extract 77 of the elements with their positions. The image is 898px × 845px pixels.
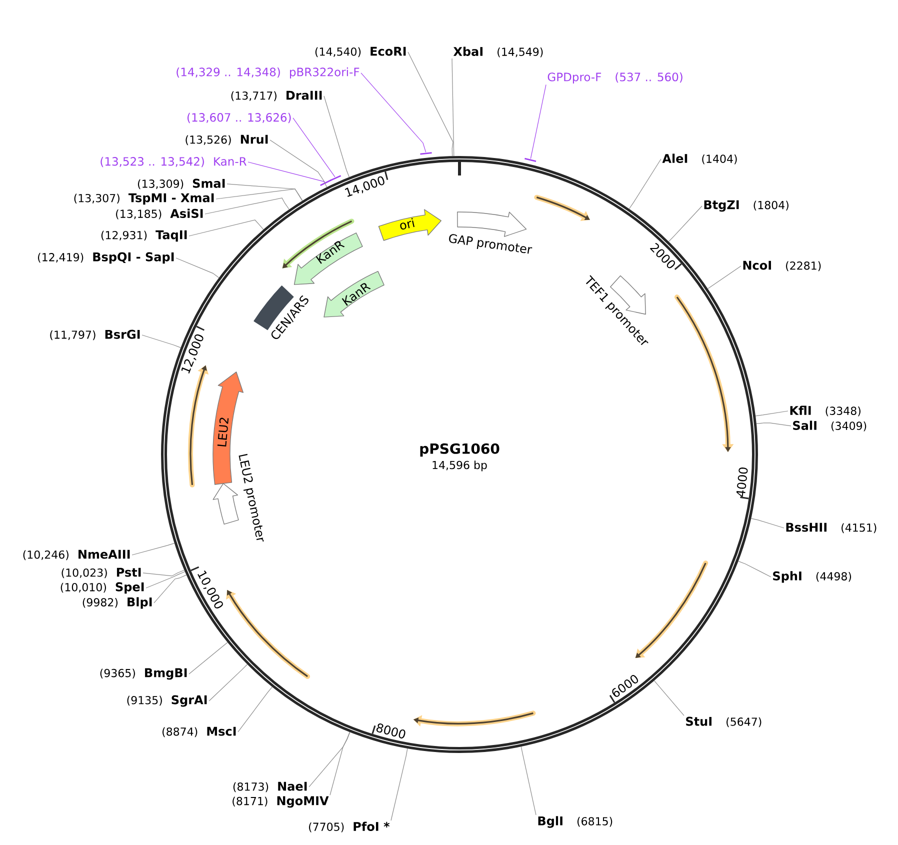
primer-label: (14,329 .. 14,348) pBR322ori-F [176, 67, 360, 79]
site-label: (9135) SgrAI [127, 695, 207, 707]
site-label: KflI (3348) [790, 406, 860, 416]
site-label: SphI (4498) [773, 571, 852, 583]
site-label: (13,526) NruI [186, 134, 268, 146]
site-label: (9365) BmgBI [100, 668, 187, 680]
site-label: StuI (5647) [686, 716, 762, 728]
site-label: (9982) BlpI [82, 597, 152, 609]
leader-line [238, 686, 272, 732]
site-label: (7705) PfoI * [309, 822, 390, 832]
site-label: (12,931) TaqII [101, 230, 187, 242]
site-label: (10,023) PstI [62, 568, 141, 578]
leader-line [628, 158, 662, 210]
primer-label: (13,607 .. 13,626) [188, 112, 291, 124]
plasmid-size: 14,596 bp [432, 460, 487, 472]
site-label: (13,309) SmaI [138, 178, 225, 190]
site-label: (13,717) DraIII [231, 90, 322, 102]
leader-line [132, 542, 175, 556]
site-label: (10,010) SpeI [60, 582, 144, 594]
site-label: NcoI (2281) [743, 260, 821, 272]
leader-line [750, 518, 784, 528]
primer-mark [524, 158, 536, 162]
leader-line [308, 732, 350, 788]
leader-line [216, 188, 303, 202]
leader-line [154, 574, 187, 604]
leader-line [408, 52, 454, 156]
leader-line [188, 642, 228, 674]
leader-line [756, 422, 792, 426]
leader-line [146, 571, 186, 588]
leader-line [208, 664, 248, 702]
site-label: (10,246) NmeAIII [23, 550, 130, 560]
primer-mark [320, 180, 332, 186]
leader-line [176, 258, 220, 278]
leader-line [360, 72, 426, 152]
leader-line [530, 84, 546, 160]
plasmid-name: pPSG1060 [420, 443, 500, 457]
leader-line [292, 118, 336, 178]
site-label: (11,797) BsrGI [50, 330, 140, 340]
feature-segment: ori [378, 209, 442, 241]
primer-mark [420, 152, 432, 155]
leader-line [324, 96, 350, 178]
leader-line [738, 560, 772, 578]
tick-label: 4000 [736, 468, 748, 497]
primer-label: GPDpro-F (537 .. 560) [548, 72, 682, 84]
leader-line [390, 748, 408, 821]
site-label: AleI (1404) [662, 154, 737, 164]
leader-line [142, 334, 182, 348]
site-label: BssHII (4151) [786, 522, 876, 534]
leader-line [270, 140, 328, 188]
site-label: (13,307) TspMI - XmaI [74, 193, 214, 205]
site-label: BglI (6815) [538, 816, 612, 828]
site-label: (12,419) BspQI - SapI [38, 252, 174, 264]
leader-line [707, 266, 742, 289]
leader-line [188, 220, 264, 236]
site-label: (14,540) EcoRI [315, 46, 406, 58]
leader-line [248, 162, 326, 182]
primer-mark [330, 175, 342, 182]
site-label: (8171) NgoMIV [232, 796, 329, 808]
site-label: XbaI (14,549) [453, 46, 543, 58]
site-label: BtgZI (1804) [704, 200, 788, 212]
tick-label: 8000 [376, 723, 406, 738]
site-label: (8173) NaeI [233, 782, 307, 792]
leader-line [520, 746, 536, 816]
leader-line [668, 206, 702, 242]
leader-line [204, 198, 290, 214]
leader-line [755, 410, 788, 416]
primer-label: (13,523 .. 13,542) Kan-R [100, 156, 246, 168]
leader-line [142, 570, 185, 576]
leader-line [226, 184, 303, 201]
leader-line [452, 58, 454, 156]
site-label: SalI (3409) [793, 420, 866, 432]
site-label: (8874) MscI [162, 726, 236, 738]
leader-line [330, 732, 350, 796]
site-label: (13,185) AsiSI [116, 208, 203, 220]
node-label: GAP promoter [449, 234, 532, 254]
promoter-feature: GAP promoter [449, 212, 532, 254]
leader-line [654, 680, 684, 716]
